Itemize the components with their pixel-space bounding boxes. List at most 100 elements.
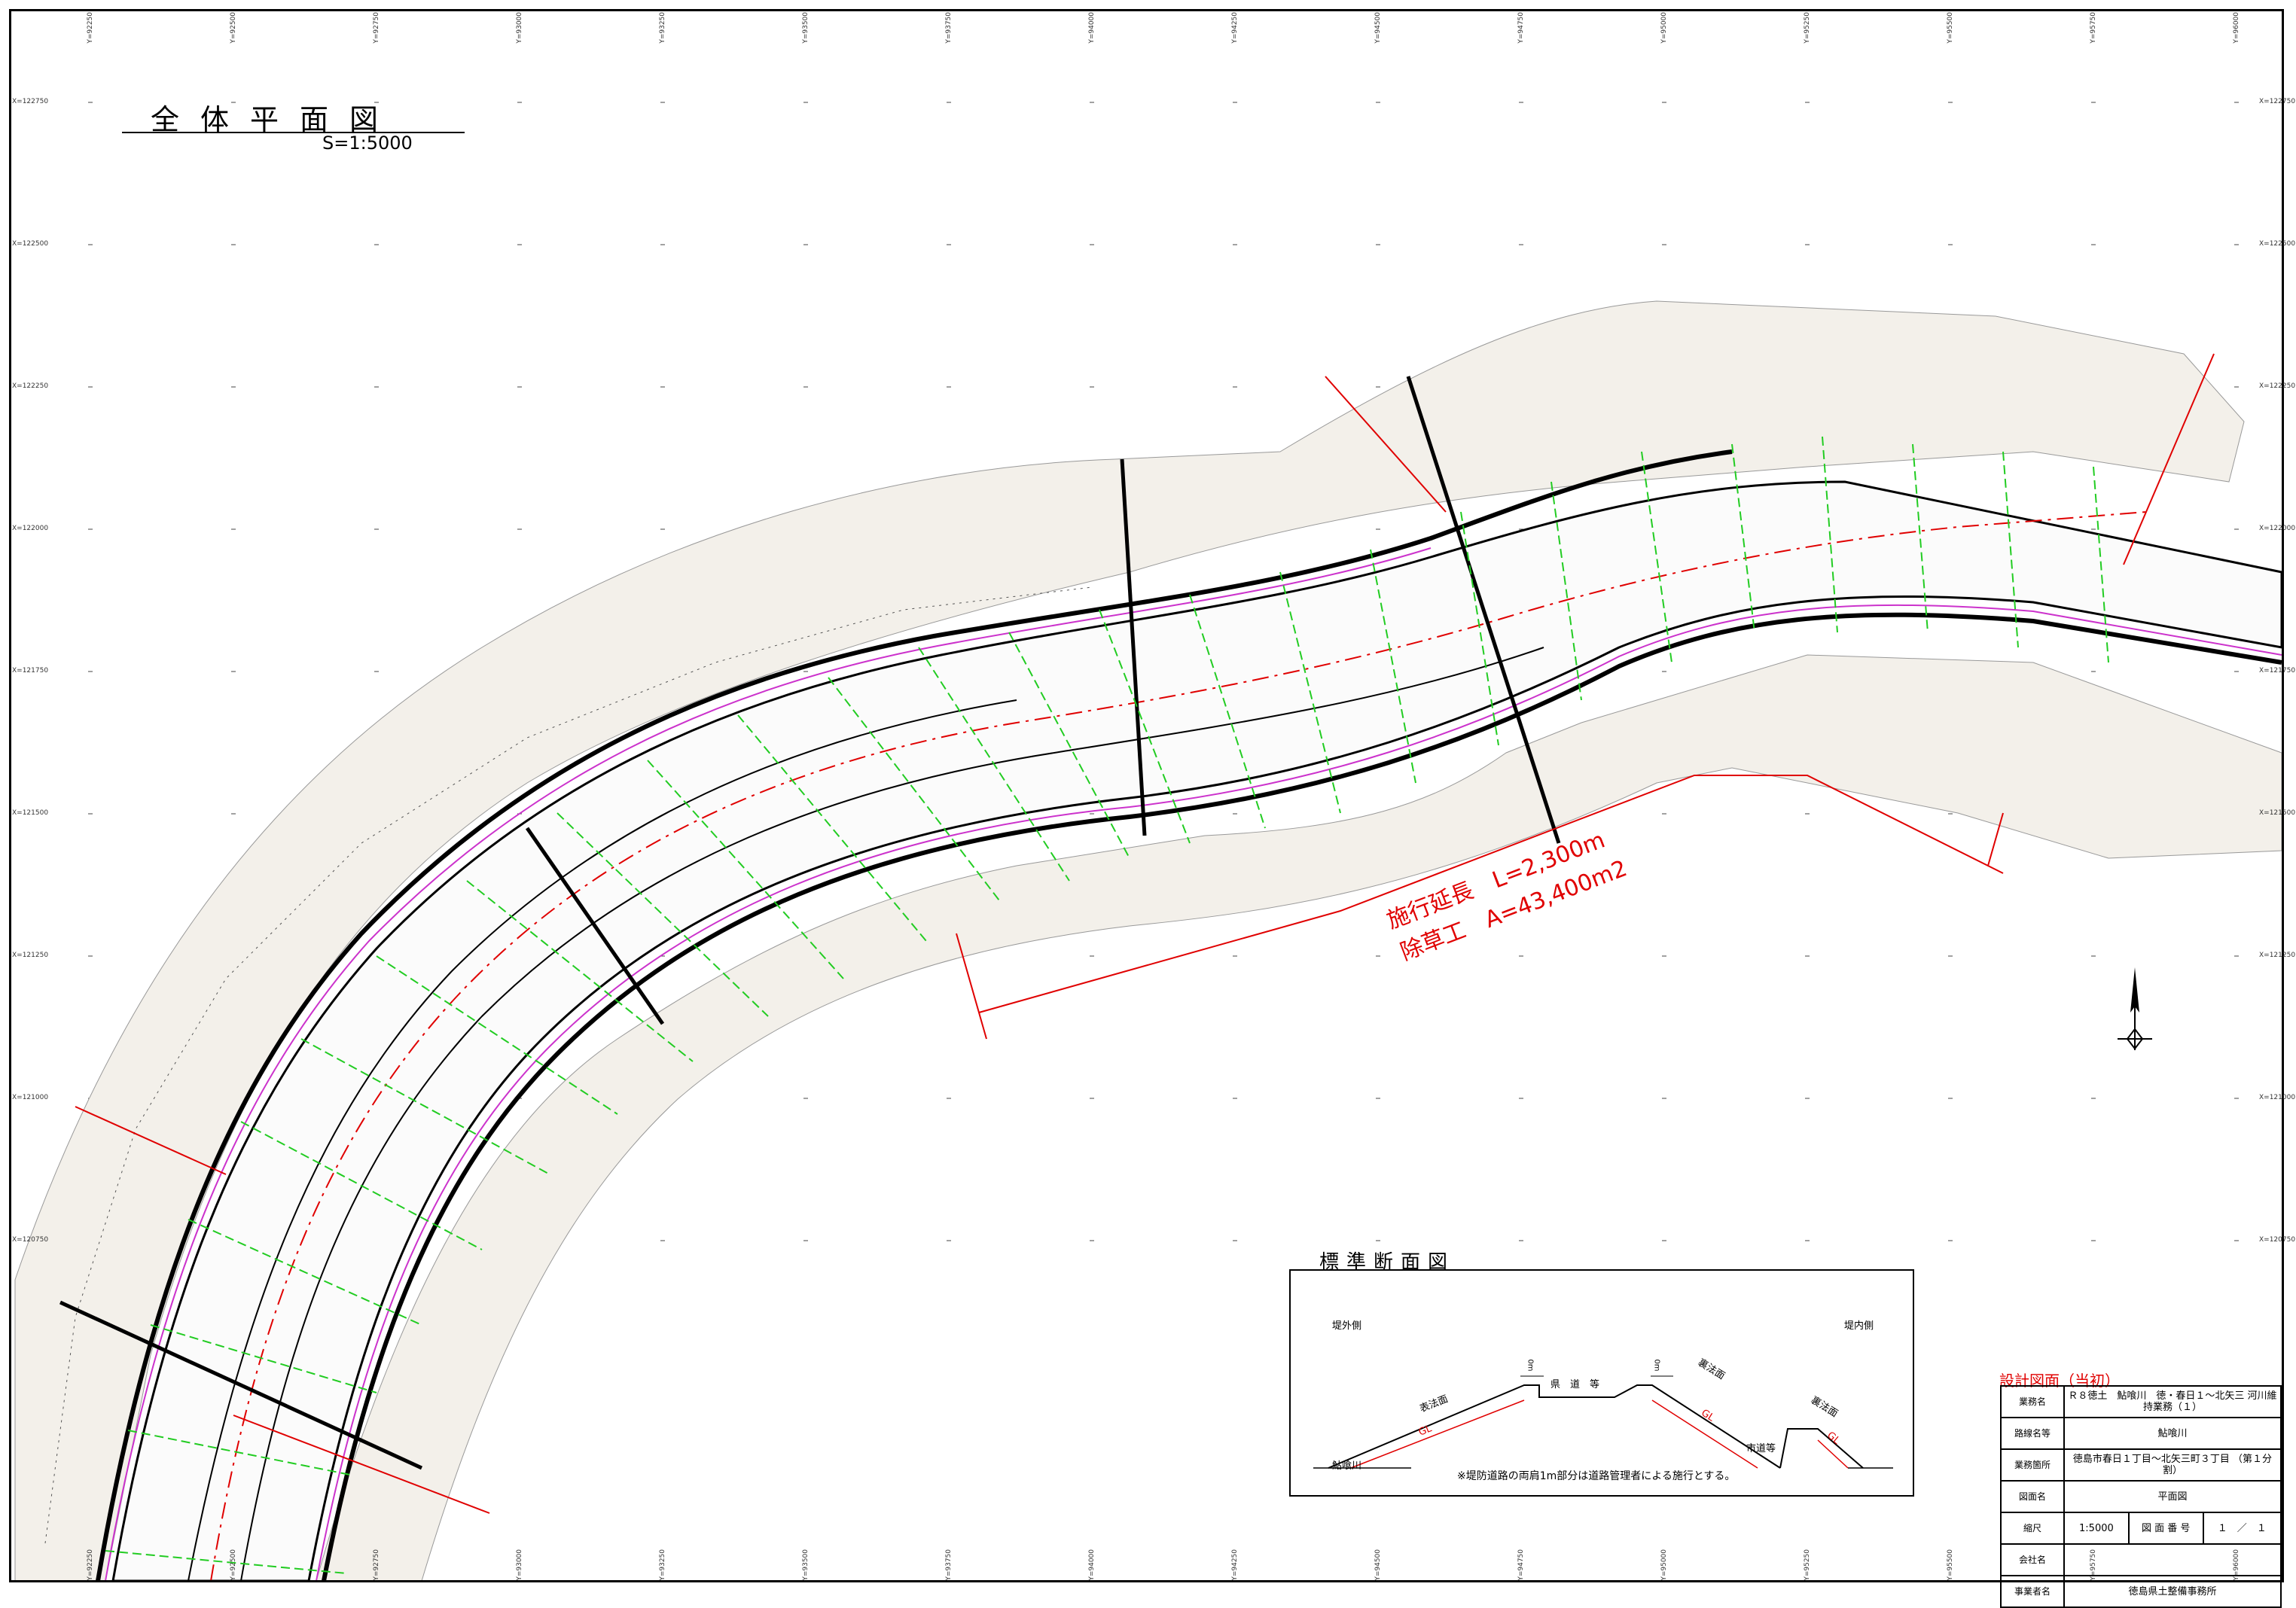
cross-section-line [1550,481,1582,701]
grid-label-y: Y=95500 [1947,1549,1954,1581]
table-row: 会社名 [2000,1543,2282,1576]
tb-sheet-label: 図 面 番 号 [2127,1512,2204,1545]
drawing-title: 全体平面図 [151,103,400,136]
grid-label-y: Y=93750 [945,1549,953,1581]
tb-label: 路線名等 [2000,1417,2065,1450]
table-row: 事業者名 徳島県土整備事務所 [2000,1575,2282,1608]
grid-label-y: Y=93250 [659,12,666,44]
tb-value: 徳島市春日１丁目〜北矢三町３丁目 （第１分割） [2063,1448,2282,1482]
cross-section-line [2002,451,2019,648]
tb-value: Ｒ８徳土 鮎喰川 徳・春日１〜北矢三 河川維持業務（１） [2063,1385,2282,1418]
urban-blocks-north [14,300,2245,1582]
tb-label: 業務名 [2000,1385,2065,1418]
tb-sheet-value: １ ／ １ [2202,1512,2282,1545]
grid-label-x: X=122750 [12,98,49,105]
grid-label-y: Y=93000 [516,1549,523,1581]
grid-label-x: X=122500 [2259,240,2296,248]
grid-label-y: Y=95000 [1660,1549,1668,1581]
grid-label-y: Y=94500 [1374,1549,1382,1581]
tb-label: 会社名 [2000,1543,2065,1576]
label-outer-side: 堤外側 [1332,1320,1362,1332]
cross-section-line [2093,466,2109,663]
grid-label-y: Y=93000 [516,12,523,44]
cross-section-line [918,647,1070,882]
cross-section-line [1641,451,1672,663]
cross-section-line [1099,609,1191,844]
cross-section-line [1279,571,1341,814]
label-width-1: 0m [1526,1359,1535,1372]
grid-label-y: Y=93500 [802,1549,810,1581]
grid-label-x: X=122000 [12,525,49,532]
cross-section-line [240,1121,483,1250]
tb-value: 1:5000 [2063,1512,2130,1545]
grid-label-y: Y=94250 [1231,1549,1239,1581]
table-row: 図面名 平面図 [2000,1480,2282,1513]
grid-label-x: X=121250 [2259,952,2296,959]
cross-section-line [1731,443,1755,633]
table-row: 業務名 Ｒ８徳土 鮎喰川 徳・春日１〜北矢三 河川維持業務（１） [2000,1385,2282,1418]
grid-label-y: Y=96000 [2233,12,2240,44]
grid-label-x: X=121000 [2259,1094,2296,1101]
grid-label-y: Y=95750 [2090,12,2097,44]
work-area-boundary [75,353,2215,1514]
label-inner-side: 堤内側 [1844,1320,1874,1332]
tb-label: 縮尺 [2000,1512,2065,1545]
cross-section-lines [105,436,2109,1574]
grid-label-x: X=121000 [12,1094,49,1101]
cross-section-line [300,1038,550,1175]
cross-section-line [828,677,1002,904]
section-note: ※堤防道路の両肩1m部分は道路管理者による施行とする。 [1457,1470,1736,1482]
cross-section-line [188,1219,422,1326]
table-row: 業務箇所 徳島市春日１丁目〜北矢三町３丁目 （第１分割） [2000,1448,2282,1482]
table-row: 縮尺 1:5000 図 面 番 号 １ ／ １ [2000,1512,2282,1545]
cross-section-line [150,1324,377,1393]
grid-label-x: X=122500 [12,240,49,248]
grid-label-x: X=121500 [12,809,49,817]
grid-label-x: X=122250 [2259,382,2296,390]
section-diagram [1313,1375,1893,1469]
tb-label: 図面名 [2000,1480,2065,1513]
grid-label-x: X=121250 [12,952,49,959]
grid-label-x: X=122250 [12,382,49,390]
cross-section-line [556,812,769,1017]
section-box: 堤外側 堤内側 表法面 裏法面 県 道 等 鮎喰川 市道等 裏法面 GL GL … [1289,1269,1914,1497]
grid-label-y: Y=94500 [1374,12,1382,44]
cross-section-line [376,955,618,1115]
cross-section-line [466,880,694,1062]
grid-label-y: Y=92750 [373,12,380,44]
grid-label-y: Y=95500 [1947,12,1954,44]
cross-section-line [1912,443,1929,633]
cross-section-line [127,1430,355,1476]
label-river: 鮎喰川 [1332,1460,1362,1472]
grid-label-y: Y=92250 [87,12,94,44]
label-width-2: 0m [1652,1359,1661,1372]
grid-label-y: Y=94250 [1231,12,1239,44]
cross-section-line [1370,549,1416,784]
cross-section-line [1822,436,1838,633]
tb-label: 事業者名 [2000,1575,2065,1608]
title-block: 業務名 Ｒ８徳土 鮎喰川 徳・春日１〜北矢三 河川維持業務（１） 路線名等 鮎喰… [2000,1385,2282,1608]
title-underline [122,132,465,133]
tb-value: 徳島県土整備事務所 [2063,1575,2282,1608]
urban-blocks-south [316,654,2282,1582]
grid-label-y: Y=95000 [1660,12,1668,44]
grid-label-y: Y=93500 [802,12,810,44]
grid-label-x: X=122000 [2259,525,2296,532]
cross-section-line [1008,632,1130,859]
tb-value [2063,1543,2282,1576]
grid-label-y: Y=94000 [1088,1549,1096,1581]
grid-label-y: Y=92500 [230,1549,237,1581]
river-channel [96,449,2283,1582]
grid-label-y: Y=93250 [659,1549,666,1581]
grid-label-x: X=120750 [2259,1236,2296,1244]
label-city-road: 市道等 [1746,1443,1776,1454]
grid-label-y: Y=92750 [373,1549,380,1581]
tb-value: 鮎喰川 [2063,1417,2282,1450]
north-arrow-icon [2118,967,2152,1050]
grid-label-y: Y=94000 [1088,12,1096,44]
tb-value: 平面図 [2063,1480,2282,1513]
grid-label-y: Y=95250 [1804,12,1811,44]
grid-label-y: Y=93750 [945,12,953,44]
